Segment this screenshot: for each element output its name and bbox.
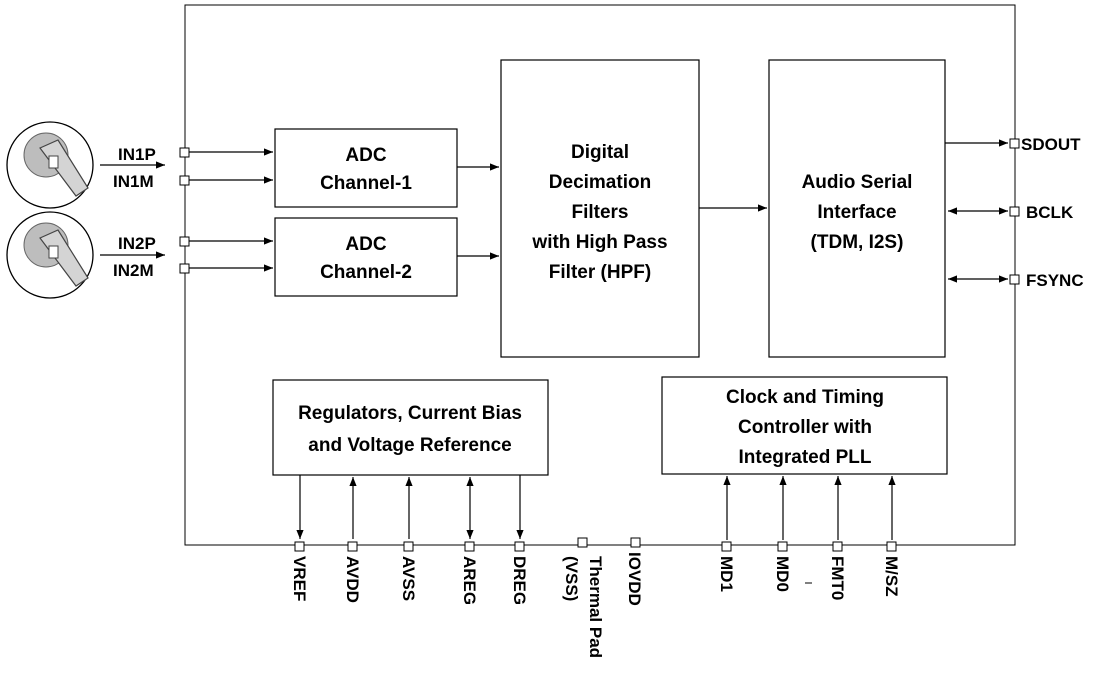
adc-channel-1-block: ADC Channel-1 xyxy=(274,128,458,208)
pin-avdd xyxy=(347,541,358,552)
block-label: Channel-1 xyxy=(320,173,412,194)
pin-dreg xyxy=(514,541,525,552)
block-label: Digital xyxy=(571,142,629,163)
pin-label-dreg: DREG xyxy=(510,556,529,605)
block-label: and Voltage Reference xyxy=(308,435,511,456)
pin-sdout xyxy=(1009,138,1020,149)
block-label: Filter (HPF) xyxy=(549,262,651,283)
block-label: Decimation xyxy=(549,172,651,193)
pin-iovdd xyxy=(630,537,641,548)
pin-md0 xyxy=(777,541,788,552)
pin-vref xyxy=(294,541,305,552)
pin-label-avdd: AVDD xyxy=(343,556,362,603)
pin-label-fsync: FSYNC xyxy=(1026,271,1084,290)
block-label: (TDM, I2S) xyxy=(811,232,904,253)
pin-thermal-pad xyxy=(577,537,588,548)
block-label: ADC xyxy=(345,145,386,166)
pin-areg xyxy=(464,541,475,552)
pin-fsync xyxy=(1009,274,1020,285)
pin-label-in1p: IN1P xyxy=(118,145,156,164)
block-label: Audio Serial xyxy=(802,172,913,193)
clock-timing-block: Clock and Timing Controller with Integra… xyxy=(661,376,948,475)
decimation-filter-block: Digital Decimation Filters with High Pas… xyxy=(500,59,700,358)
block-label: ADC xyxy=(345,234,386,255)
block-label: Interface xyxy=(817,202,896,223)
pin-md1 xyxy=(721,541,732,552)
adc-channel-2-block: ADC Channel-2 xyxy=(274,217,458,297)
pin-label-thermal-pad-vss: (VSS) xyxy=(562,556,581,601)
pin-label-thermal-pad: Thermal Pad xyxy=(586,556,605,658)
pin-in2p xyxy=(179,236,190,247)
block-label: Integrated PLL xyxy=(738,447,871,468)
pin-in1m xyxy=(179,175,190,186)
block-label: Controller with xyxy=(738,417,872,438)
block-label: Regulators, Current Bias xyxy=(298,403,522,424)
block-label: with High Pass xyxy=(531,232,667,253)
pin-label-md1: MD1 xyxy=(717,556,736,592)
audio-serial-interface-block: Audio Serial Interface (TDM, I2S) xyxy=(768,59,946,358)
pin-label-md0: MD0 xyxy=(773,556,792,592)
pin-msz xyxy=(886,541,897,552)
pin-label-areg: AREG xyxy=(460,556,479,605)
pin-avss xyxy=(403,541,414,552)
microphone-icon xyxy=(6,121,165,209)
block-label: Channel-2 xyxy=(320,262,412,283)
pin-bclk xyxy=(1009,206,1020,217)
pin-in2m xyxy=(179,263,190,274)
regulators-block: Regulators, Current Bias and Voltage Ref… xyxy=(272,379,549,476)
microphone-icon xyxy=(6,211,165,299)
pin-label-bclk: BCLK xyxy=(1026,203,1074,222)
pin-label-sdout: SDOUT xyxy=(1021,135,1081,154)
pin-label-iovdd: IOVDD xyxy=(625,552,644,606)
pin-label-in1m: IN1M xyxy=(113,172,154,191)
pin-label-avss: AVSS xyxy=(399,556,418,601)
block-label: Filters xyxy=(571,202,628,223)
pin-label-fmt0: FMT0 xyxy=(828,556,847,600)
pin-fmt0 xyxy=(832,541,843,552)
block-label: Clock and Timing xyxy=(726,387,884,408)
pin-in1p xyxy=(179,147,190,158)
pin-label-in2p: IN2P xyxy=(118,234,156,253)
pin-label-in2m: IN2M xyxy=(113,261,154,280)
pin-label-msz: M/SZ xyxy=(882,556,901,597)
pin-label-vref: VREF xyxy=(290,556,309,601)
